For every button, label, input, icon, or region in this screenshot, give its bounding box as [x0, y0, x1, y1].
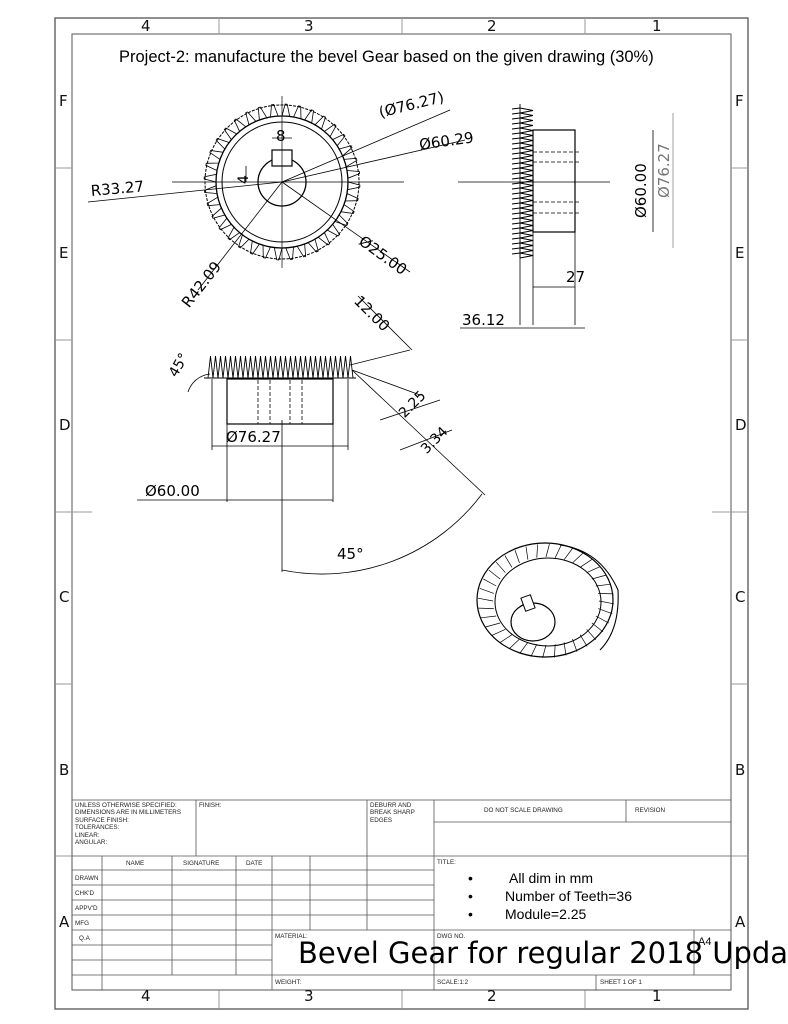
- zone-row-a-right: A: [735, 913, 746, 931]
- zone-row-f-left: F: [59, 92, 68, 110]
- dim-side-pitch-dia: Ø76.27: [655, 143, 673, 198]
- tb-deburr-label: DEBURR AND BREAK SHARP EDGES: [370, 802, 415, 824]
- note-units: All dim in mm: [509, 870, 594, 886]
- tb-finish-label: FINISH:: [199, 802, 222, 809]
- zone-col-2-bottom: 2: [487, 987, 497, 1005]
- zone-row-a-left: A: [59, 913, 70, 931]
- zone-col-1-bottom: 1: [652, 987, 662, 1005]
- tb-general-notes: UNLESS OTHERWISE SPECIFIED: DIMENSIONS A…: [75, 802, 182, 847]
- note-teeth: Number of Teeth=36: [505, 888, 632, 904]
- dim-hub-length: 27: [566, 268, 586, 286]
- tb-col-signature: SIGNATURE: [183, 860, 220, 867]
- dim-overall-length: 36.12: [462, 311, 505, 329]
- tb-weight-label: WEIGHT:: [275, 979, 302, 986]
- tb-row-checked: CHK'D: [75, 890, 95, 897]
- bullet-icon: •: [468, 870, 473, 886]
- tb-col-date: DATE: [246, 860, 263, 867]
- zone-col-1-top: 1: [652, 17, 662, 35]
- tb-col-name: NAME: [126, 860, 145, 867]
- dim-section-hub-dia: Ø60.00: [145, 482, 200, 500]
- zone-ticks: [55, 18, 748, 1009]
- tb-row-drawn: DRAWN: [75, 875, 99, 882]
- zone-col-4-top: 4: [141, 17, 151, 35]
- zone-row-d-right: D: [735, 416, 747, 434]
- zone-col-3-bottom: 3: [304, 987, 314, 1005]
- tb-size: A4: [698, 936, 712, 948]
- tb-row-mfg: MFG: [75, 920, 89, 927]
- drawing-canvas: [54, 17, 749, 1010]
- zone-row-e-left: E: [59, 244, 69, 262]
- section-view: [137, 295, 486, 575]
- bullet-icon: •: [468, 906, 473, 922]
- isometric-view: [476, 542, 619, 658]
- zone-col-4-bottom: 4: [141, 987, 151, 1005]
- tb-sheet: SHEET 1 OF 1: [600, 979, 642, 986]
- note-module: Module=2.25: [505, 906, 587, 922]
- zone-row-e-right: E: [735, 244, 745, 262]
- tb-row-approved: APPV'D: [75, 905, 98, 912]
- zone-col-3-top: 3: [304, 17, 314, 35]
- zone-row-c-right: C: [735, 588, 746, 606]
- title-block-grid: [71, 799, 732, 991]
- dim-keyway-width: 8: [276, 127, 286, 145]
- tb-dwg-no-label: DWG NO.: [437, 933, 466, 940]
- tb-do-not-scale: DO NOT SCALE DRAWING: [484, 807, 563, 814]
- dim-side-dia: Ø60.00: [632, 163, 650, 218]
- zone-row-b-left: B: [59, 761, 70, 779]
- zone-col-2-top: 2: [487, 17, 497, 35]
- tb-material-label: MATERIAL:: [275, 933, 308, 940]
- zone-row-c-left: C: [59, 588, 70, 606]
- tb-title-label: TITLE:: [437, 859, 456, 866]
- zone-row-f-right: F: [735, 92, 744, 110]
- zone-row-b-right: B: [735, 761, 746, 779]
- front-view: [87, 96, 466, 291]
- bullet-icon: •: [468, 888, 473, 904]
- side-view: [458, 104, 674, 329]
- drawing-sheet: 4 3 2 1 4 3 2 1 F E D C B A F E D C B A …: [54, 17, 788, 1010]
- tb-row-qa: Q.A: [79, 935, 90, 942]
- dim-angle-large: 45°: [337, 545, 364, 563]
- zone-row-d-left: D: [59, 416, 71, 434]
- tb-revision-label: REVISION: [635, 807, 666, 814]
- drawing-title: Bevel Gear for regular 2018 Upda: [298, 936, 788, 970]
- dim-keyway-height: 4: [236, 175, 252, 184]
- project-title: Project-2: manufacture the bevel Gear ba…: [119, 48, 654, 66]
- dim-section-pitch-dia: Ø76.27: [226, 428, 281, 446]
- tb-scale: SCALE:1:2: [437, 979, 469, 986]
